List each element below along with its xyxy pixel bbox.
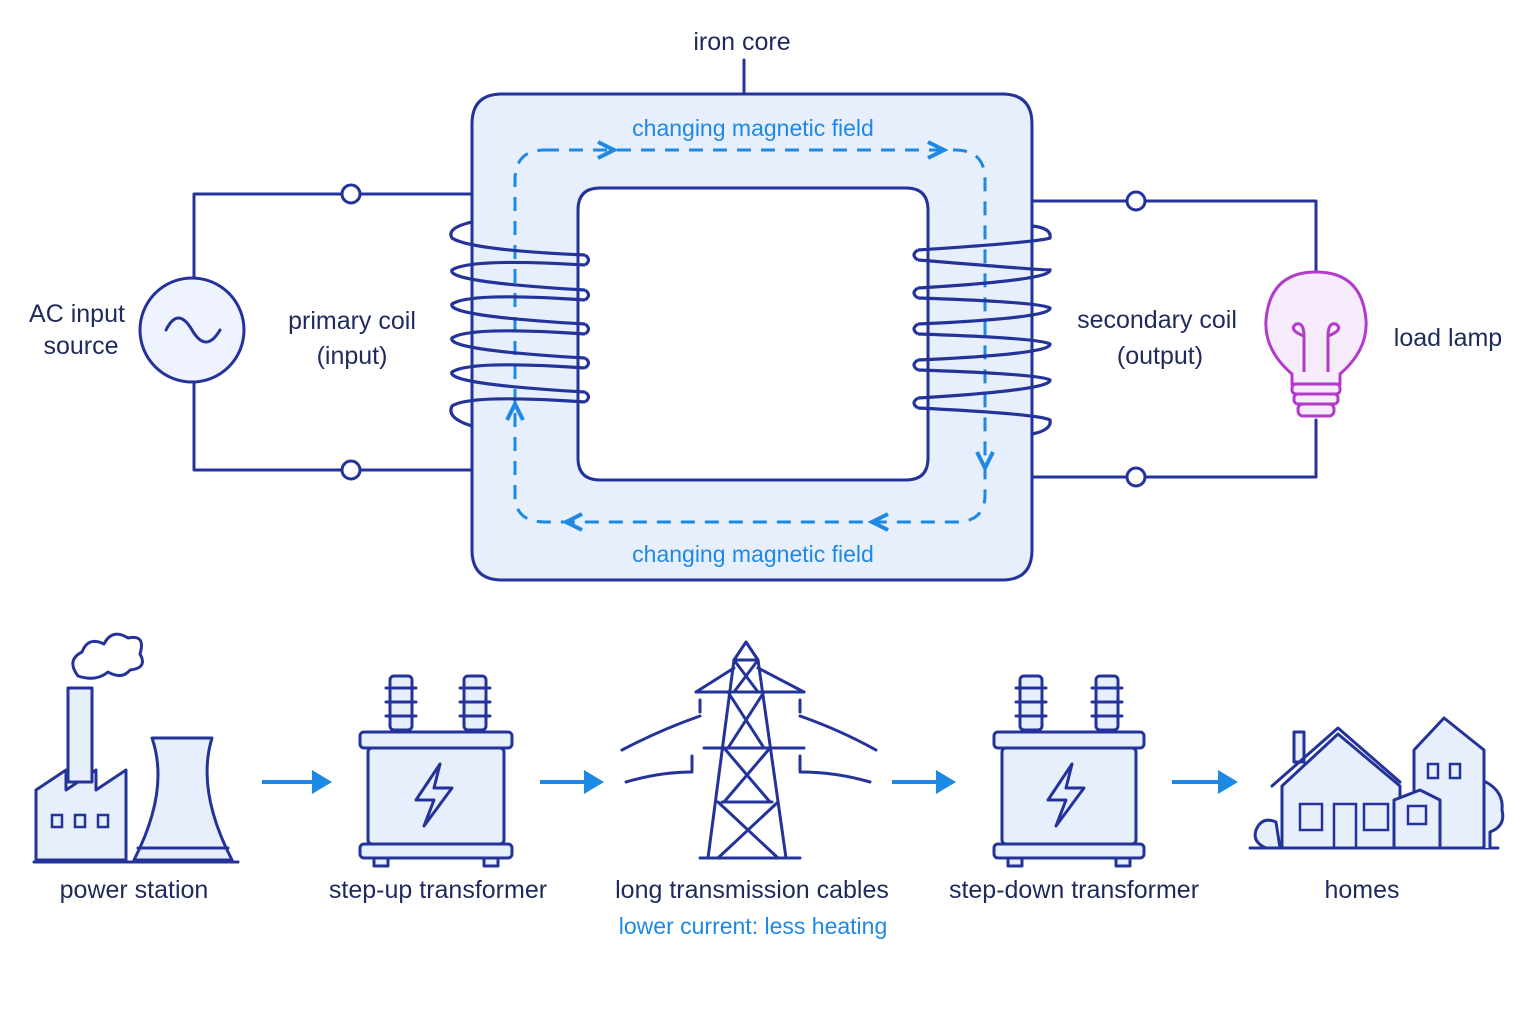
lamp-label: load lamp xyxy=(1394,324,1502,352)
lamp-icon xyxy=(1264,270,1368,418)
lightning-icon xyxy=(1046,762,1086,828)
iron-core-label: iron core xyxy=(693,28,790,56)
power-station-icon xyxy=(32,632,240,864)
lightning-icon xyxy=(414,762,454,828)
secondary-circuit xyxy=(1030,190,1318,488)
arrow-icon xyxy=(1172,770,1238,794)
arrow-icon xyxy=(892,770,956,794)
homes-icon xyxy=(1248,716,1505,850)
primary-coil xyxy=(449,220,591,428)
step-down-transformer-icon xyxy=(992,674,1146,868)
arrow-icon xyxy=(540,770,604,794)
secondary-coil-label-1: secondary coil xyxy=(1077,306,1237,334)
secondary-coil-label-2: (output) xyxy=(1117,342,1203,370)
terminal-icon xyxy=(1125,190,1147,212)
magnetic-field-loop xyxy=(505,140,995,532)
step-up-transformer-icon xyxy=(358,674,514,868)
secondary-coil xyxy=(912,224,1052,436)
cables-note: lower current: less heating xyxy=(619,913,887,939)
terminal-icon xyxy=(1125,466,1147,488)
field-label-top: changing magnetic field xyxy=(632,115,874,141)
primary-circuit xyxy=(192,183,474,481)
ac-source-label-2: source xyxy=(43,332,118,360)
field-label-bottom: changing magnetic field xyxy=(632,541,874,567)
step-label-homes: homes xyxy=(1324,876,1399,904)
step-label-step-down: step-down transformer xyxy=(949,876,1199,904)
primary-coil-label-2: (input) xyxy=(317,342,388,370)
step-label-step-up: step-up transformer xyxy=(329,876,547,904)
ac-source-icon xyxy=(138,276,246,384)
ac-source-label-1: AC input xyxy=(29,300,125,328)
iron-core xyxy=(470,92,1034,582)
terminal-icon xyxy=(340,183,362,205)
terminal-icon xyxy=(340,459,362,481)
step-label-power-station: power station xyxy=(60,876,209,904)
primary-coil-label-1: primary coil xyxy=(288,307,416,335)
arrow-icon xyxy=(262,770,332,794)
transmission-tower-icon xyxy=(620,640,878,860)
step-label-cables: long transmission cables xyxy=(615,876,889,904)
